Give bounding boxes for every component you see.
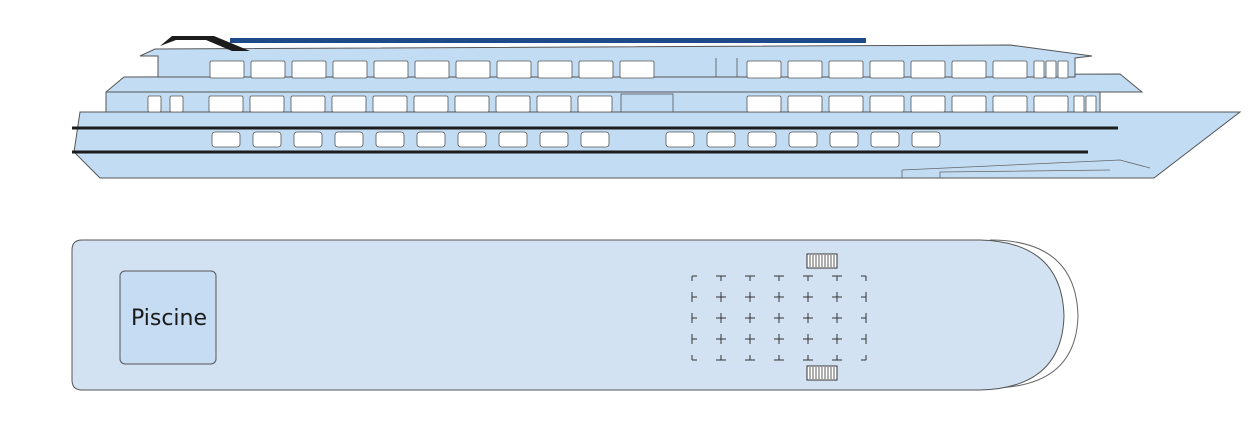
main-deck-windows	[147, 93, 1097, 113]
hull-porthole	[580, 131, 610, 148]
upper-window	[373, 60, 409, 79]
hull-porthole	[334, 131, 364, 148]
upper-window	[1033, 60, 1045, 79]
upper-window	[332, 60, 368, 79]
main-window	[413, 95, 449, 113]
main-window	[1085, 95, 1097, 113]
deck-chair-grid-icon	[691, 275, 867, 361]
pool	[119, 270, 217, 365]
main-window	[495, 95, 531, 113]
hull-porthole	[539, 131, 569, 148]
main-window	[787, 95, 823, 113]
upper-window	[1057, 60, 1069, 79]
main-window	[1073, 95, 1085, 113]
hull-porthole	[788, 131, 818, 148]
main-window	[992, 95, 1028, 113]
main-window	[828, 95, 864, 113]
hull-porthole	[211, 131, 241, 148]
upper-window	[578, 60, 614, 79]
main-window	[147, 95, 162, 113]
main-window	[249, 95, 285, 113]
upper-window	[787, 60, 823, 79]
upper-window	[291, 60, 327, 79]
pool-label: Piscine	[131, 306, 207, 331]
bridge-wing	[160, 36, 250, 51]
upper-window	[1045, 60, 1057, 79]
hull-porthole	[416, 131, 446, 148]
ship-side-profile	[72, 36, 1242, 179]
upper-window	[250, 60, 286, 79]
staircase-icon	[806, 365, 838, 381]
sun-deck-plan: Piscine	[71, 239, 1079, 391]
staircase-icon	[806, 253, 838, 269]
hull-porthole	[706, 131, 736, 148]
main-window	[910, 95, 946, 113]
hull-porthole	[498, 131, 528, 148]
main-window	[454, 95, 490, 113]
deck-outline	[71, 239, 1065, 391]
pool-area: Piscine	[119, 270, 217, 365]
main-window	[746, 95, 782, 113]
main-window	[169, 95, 184, 113]
upper-window	[992, 60, 1028, 79]
hull-porthole	[665, 131, 695, 148]
main-window	[331, 95, 367, 113]
hull-porthole	[870, 131, 900, 148]
hull-porthole	[293, 131, 323, 148]
hull	[73, 111, 1242, 179]
hull-porthole	[911, 131, 941, 148]
hull-porthole	[375, 131, 405, 148]
main-window	[372, 95, 408, 113]
hull-porthole	[829, 131, 859, 148]
upper-deck-windows	[209, 58, 1069, 79]
hull-portholes	[211, 131, 941, 148]
bow-outline-shadow	[989, 239, 1079, 389]
main-window	[577, 95, 613, 113]
hull-porthole	[747, 131, 777, 148]
upper-window	[869, 60, 905, 79]
upper-window	[209, 60, 245, 79]
main-window	[208, 95, 244, 113]
upper-window	[455, 60, 491, 79]
hull-porthole	[457, 131, 487, 148]
main-window	[869, 95, 905, 113]
upper-window	[414, 60, 450, 79]
main-window	[290, 95, 326, 113]
upper-window	[910, 60, 946, 79]
hull-porthole	[252, 131, 282, 148]
upper-window	[828, 60, 864, 79]
upper-window	[496, 60, 532, 79]
sun-deck-canopy	[230, 38, 866, 43]
main-deck-entrance	[620, 93, 674, 113]
upper-window	[746, 60, 782, 79]
upper-window	[951, 60, 987, 79]
main-window	[536, 95, 572, 113]
upper-window	[537, 60, 573, 79]
main-window	[1033, 95, 1069, 113]
main-window	[951, 95, 987, 113]
upper-window	[619, 60, 655, 79]
bow-detail	[901, 159, 1151, 178]
